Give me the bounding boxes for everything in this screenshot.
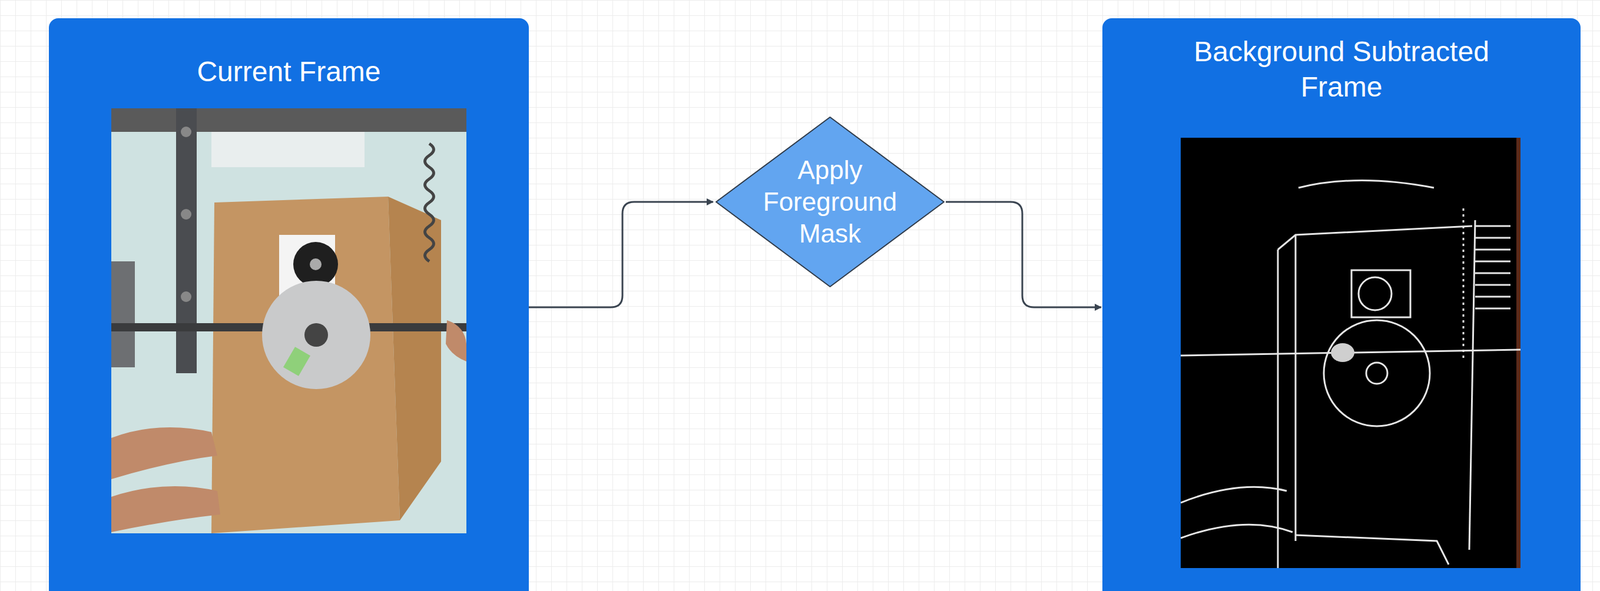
panel-title: Background Subtracted Frame (1158, 18, 1525, 105)
camera-frame-photo (111, 108, 467, 534)
source-panel: Current Frame (48, 18, 529, 591)
panel-title: Current Frame (83, 18, 496, 90)
foreground-mask-image (1180, 137, 1521, 569)
flow-arrow (945, 201, 1102, 308)
result-panel: Background Subtracted Frame (1102, 18, 1581, 591)
flow-arrow (528, 201, 714, 308)
decision-label: Apply Foreground Mask (750, 154, 910, 250)
decision-diamond: Apply Foreground Mask (714, 115, 946, 289)
